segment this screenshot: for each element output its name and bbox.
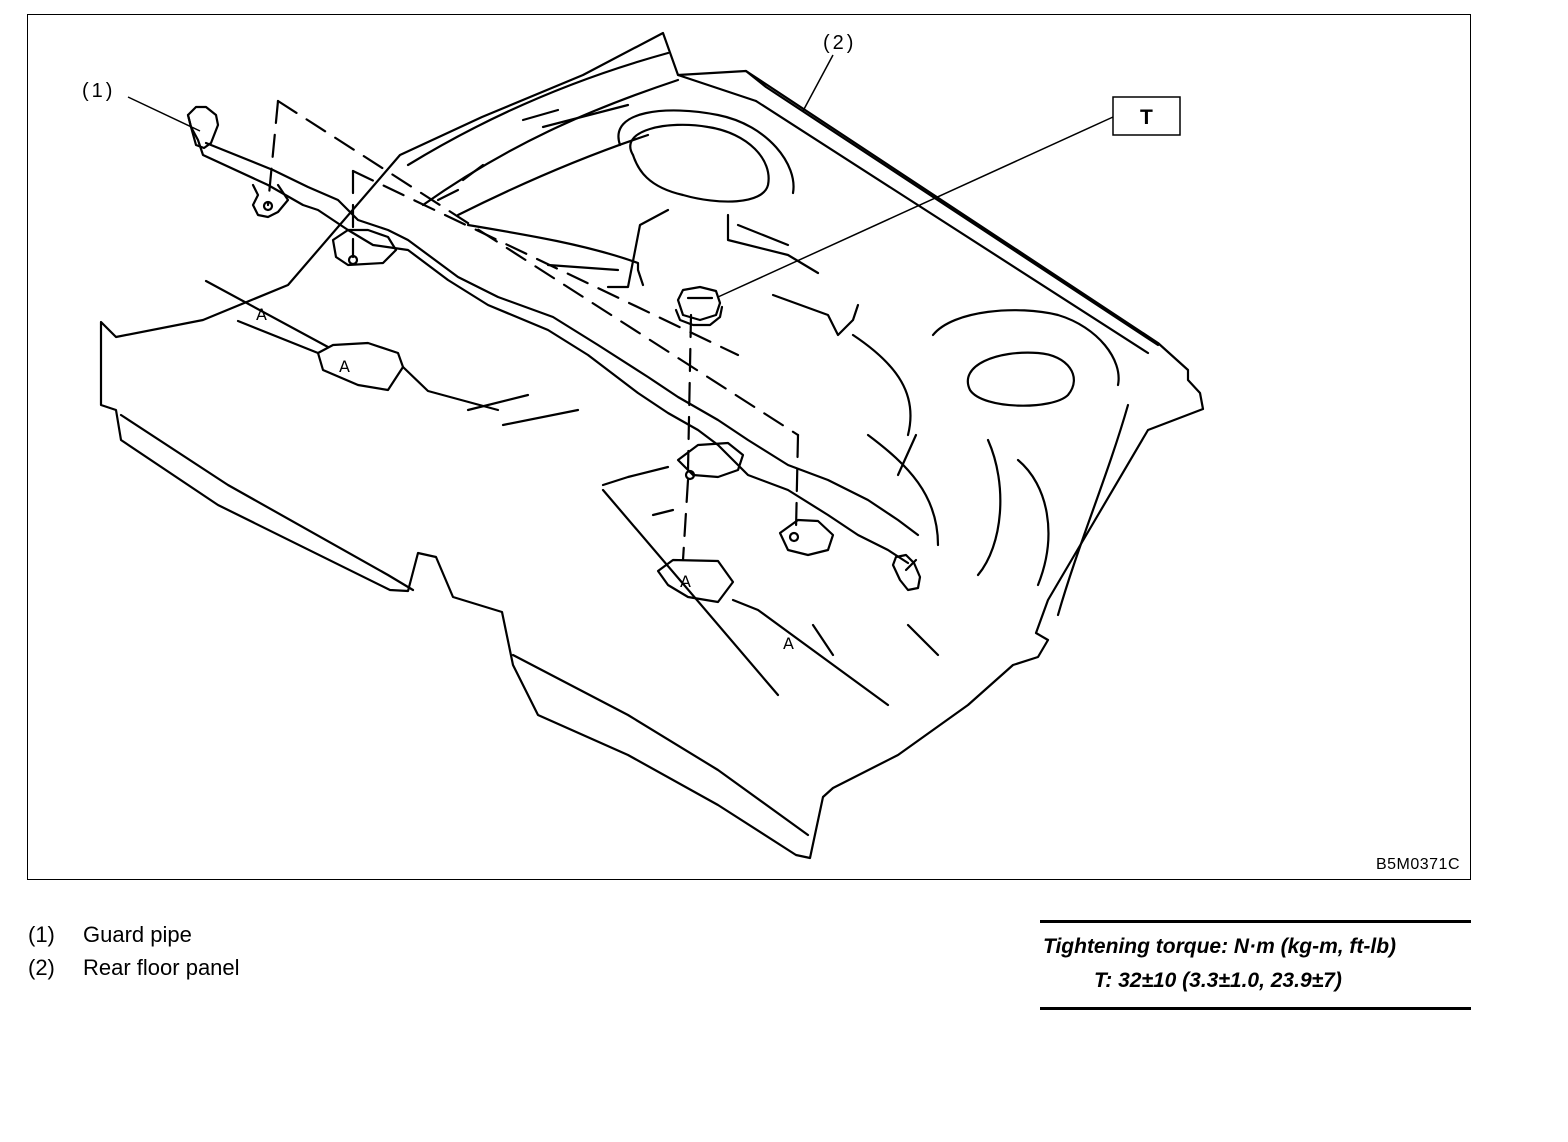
legend-label: Guard pipe [83, 922, 192, 947]
part-mark-a: A [339, 357, 350, 376]
figure-code: B5M0371C [1375, 856, 1460, 873]
legend-number: (1) [28, 922, 55, 947]
callout-1-label: (1) [82, 80, 115, 102]
oval-hole-rear [966, 351, 1075, 407]
pipe-end-left [186, 105, 220, 150]
oval-hole-front [629, 123, 770, 203]
legend-label: Rear floor panel [83, 955, 240, 980]
guard-pipe [189, 125, 910, 565]
callout-2-label: (2) [823, 32, 856, 54]
legend-item: (2) Rear floor panel [28, 951, 240, 984]
rear-floor-drawing: (1) (2) T A A A A [82, 31, 1205, 860]
part-mark-a: A [783, 634, 794, 653]
flange-nut [676, 285, 722, 322]
part-mark-a: A [680, 572, 691, 591]
parts-legend: (1) Guard pipe (2) Rear floor panel [28, 918, 240, 984]
mount-pad-right [656, 558, 735, 604]
torque-marker-box [1112, 96, 1181, 136]
torque-title: Tightening torque: N·m (kg-m, ft-lb) [1043, 935, 1397, 958]
torque-value: T: 32±10 (3.3±1.0, 23.9±7) [1094, 969, 1342, 992]
torque-marker-label: T [1140, 106, 1153, 129]
pipe-end-right [891, 553, 922, 592]
diagram-frame: (1) (2) T A A A A B5M0371C [27, 14, 1471, 880]
mount-pad-left [316, 341, 405, 392]
floor-panel-outline [99, 31, 1205, 860]
legend-item: (1) Guard pipe [28, 918, 240, 951]
legend-number: (2) [28, 955, 55, 980]
torque-spec-box: Tightening torque: N·m (kg-m, ft-lb) T: … [1040, 920, 1471, 1010]
part-mark-a: A [256, 305, 267, 324]
